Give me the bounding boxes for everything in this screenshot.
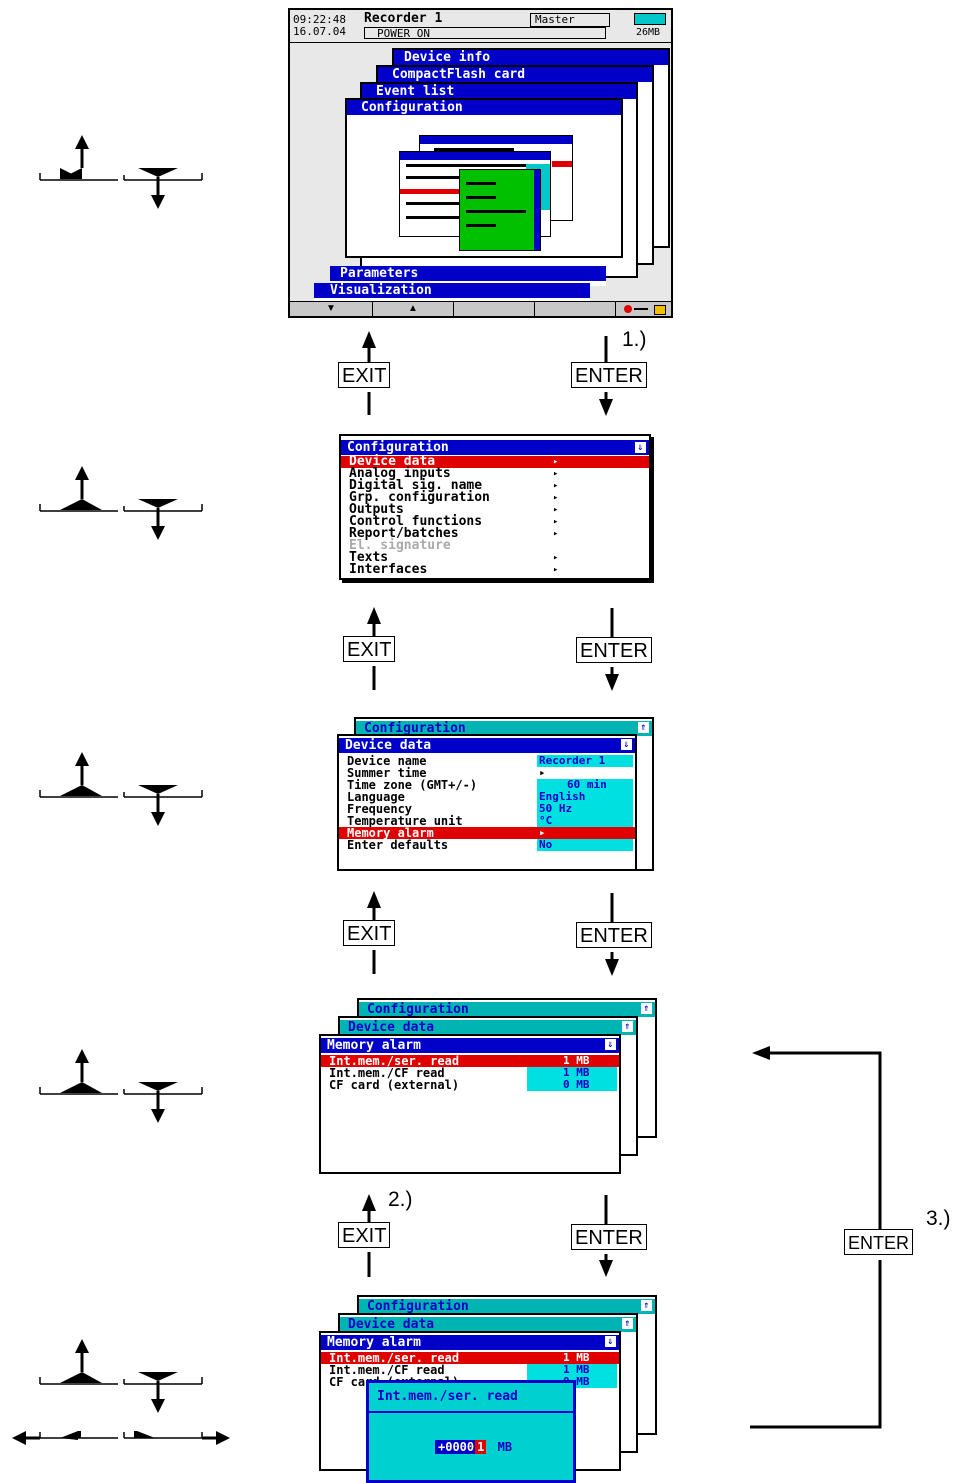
up-down-key-icon[interactable] <box>40 466 202 540</box>
loop-back-arrow <box>750 1046 880 1427</box>
exit-arrow-2 <box>367 607 381 690</box>
up-down-key-icon[interactable] <box>40 752 202 826</box>
up-down-key-icon[interactable] <box>40 1339 202 1413</box>
enter-arrow-3 <box>605 893 619 976</box>
enter-arrow-2 <box>605 608 619 691</box>
exit-arrow-1 <box>362 331 376 415</box>
left-right-key-icon[interactable] <box>12 1431 230 1445</box>
up-down-key-icon[interactable] <box>40 1049 202 1123</box>
exit-arrow-4 <box>362 1194 376 1277</box>
enter-arrow-1 <box>599 336 613 416</box>
enter-arrow-4 <box>599 1195 613 1277</box>
up-down-key-icon[interactable] <box>40 135 202 209</box>
exit-arrow-3 <box>367 891 381 974</box>
